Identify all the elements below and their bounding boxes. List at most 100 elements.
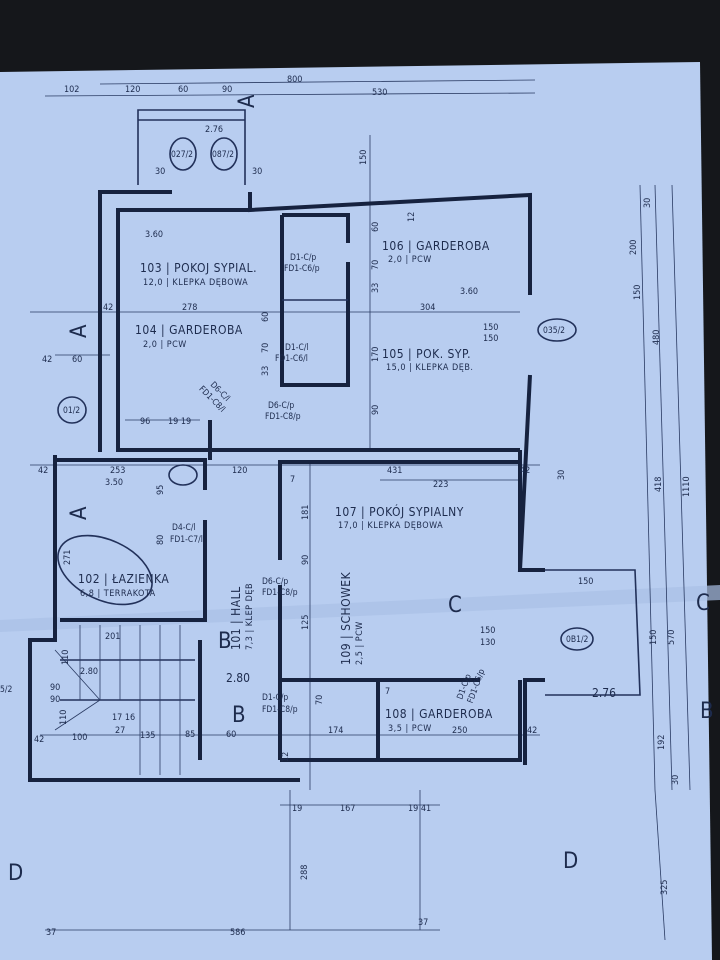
svg-text:2,5 | PCW: 2,5 | PCW bbox=[355, 621, 365, 665]
svg-text:D6-C/p: D6-C/p bbox=[262, 577, 288, 587]
svg-text:304: 304 bbox=[420, 303, 435, 313]
room-labels: 103 | POKOJ SYPIAL.12,0 | KLEPKA DĘBOWA … bbox=[78, 239, 493, 734]
svg-text:570: 570 bbox=[667, 630, 677, 645]
svg-text:2,0 | PCW: 2,0 | PCW bbox=[388, 255, 432, 265]
svg-text:2.80: 2.80 bbox=[80, 667, 98, 677]
svg-text:110: 110 bbox=[61, 650, 71, 665]
svg-text:2,0 | PCW: 2,0 | PCW bbox=[143, 340, 187, 350]
svg-text:17 16: 17 16 bbox=[112, 713, 135, 723]
svg-text:96: 96 bbox=[140, 417, 150, 427]
svg-text:104 | GARDEROBA: 104 | GARDEROBA bbox=[135, 323, 243, 337]
svg-text:087/2: 087/2 bbox=[212, 150, 234, 160]
svg-text:3.60: 3.60 bbox=[145, 230, 163, 240]
svg-text:D: D bbox=[563, 849, 578, 874]
dimension-labels: 102 120 60 90 800 530 150 30 30 278 304 … bbox=[34, 75, 692, 938]
svg-text:19 19: 19 19 bbox=[168, 417, 191, 427]
svg-text:586: 586 bbox=[230, 928, 245, 938]
svg-text:200: 200 bbox=[629, 240, 639, 255]
svg-text:418: 418 bbox=[654, 477, 664, 492]
svg-text:109 | SCHOWEK: 109 | SCHOWEK bbox=[339, 571, 353, 665]
svg-text:19: 19 bbox=[292, 804, 302, 814]
svg-text:3.60: 3.60 bbox=[460, 287, 478, 297]
room-105: 105 | POK. SYP.15,0 | KLEPKA DĘB. bbox=[382, 347, 473, 373]
svg-text:7,3 | KLEP DĘB: 7,3 | KLEP DĘB bbox=[245, 583, 255, 650]
svg-text:181: 181 bbox=[301, 505, 311, 520]
svg-text:01/2: 01/2 bbox=[63, 406, 80, 416]
svg-text:2.76: 2.76 bbox=[592, 686, 616, 700]
svg-text:120: 120 bbox=[232, 466, 247, 476]
svg-text:250: 250 bbox=[452, 726, 467, 736]
svg-text:035/2: 035/2 bbox=[543, 326, 565, 336]
svg-text:C: C bbox=[448, 593, 462, 618]
svg-text:FD1-C8/p: FD1-C8/p bbox=[262, 705, 298, 715]
svg-text:174: 174 bbox=[328, 726, 343, 736]
room-107: 107 | POKÓJ SYPIALNY 17,0 | KLEPKA DĘBOWA bbox=[335, 504, 464, 531]
svg-text:FD1-C7/l: FD1-C7/l bbox=[170, 535, 203, 545]
svg-text:192: 192 bbox=[657, 735, 667, 750]
svg-text:125: 125 bbox=[301, 615, 311, 630]
svg-text:253: 253 bbox=[110, 466, 125, 476]
svg-text:107 | POKÓJ SYPIALNY: 107 | POKÓJ SYPIALNY bbox=[335, 504, 464, 519]
svg-text:30: 30 bbox=[557, 470, 567, 480]
svg-text:431: 431 bbox=[387, 466, 402, 476]
svg-text:30: 30 bbox=[252, 167, 262, 177]
room-106: 106 | GARDEROBA 2,0 | PCW bbox=[382, 239, 490, 265]
svg-text:80: 80 bbox=[156, 535, 166, 545]
svg-text:167: 167 bbox=[340, 804, 355, 814]
svg-text:B: B bbox=[700, 699, 714, 724]
bathtub bbox=[57, 534, 153, 606]
walls bbox=[28, 109, 641, 782]
svg-text:33: 33 bbox=[261, 366, 271, 376]
svg-text:D1-C/p: D1-C/p bbox=[290, 253, 316, 263]
svg-text:5/2: 5/2 bbox=[0, 685, 12, 695]
svg-text:12: 12 bbox=[407, 212, 417, 222]
svg-text:90: 90 bbox=[50, 695, 60, 705]
section-markers: A A B B C C B D D A bbox=[8, 94, 714, 886]
svg-text:60: 60 bbox=[72, 355, 82, 365]
svg-text:90: 90 bbox=[222, 85, 232, 95]
svg-text:0B1/2: 0B1/2 bbox=[566, 635, 589, 645]
svg-text:3,5 | PCW: 3,5 | PCW bbox=[388, 724, 432, 734]
svg-text:288: 288 bbox=[300, 865, 310, 880]
svg-text:2.80: 2.80 bbox=[226, 671, 250, 685]
svg-text:D4-C/l: D4-C/l bbox=[172, 523, 196, 533]
svg-text:120: 120 bbox=[125, 85, 140, 95]
svg-text:30: 30 bbox=[671, 775, 681, 785]
svg-text:2.76: 2.76 bbox=[205, 125, 223, 135]
svg-text:42: 42 bbox=[38, 466, 48, 476]
svg-text:85: 85 bbox=[185, 730, 195, 740]
svg-text:108 | GARDEROBA: 108 | GARDEROBA bbox=[385, 707, 493, 721]
svg-text:3.50: 3.50 bbox=[105, 478, 123, 488]
svg-text:102 | ŁAZIENKA: 102 | ŁAZIENKA bbox=[78, 572, 169, 586]
svg-text:FD1-C6/p: FD1-C6/p bbox=[284, 264, 320, 274]
svg-text:150: 150 bbox=[483, 323, 498, 333]
svg-text:278: 278 bbox=[182, 303, 197, 313]
svg-text:1110: 1110 bbox=[682, 476, 692, 497]
svg-text:130: 130 bbox=[480, 638, 495, 648]
svg-text:17,0 | KLEPKA DĘBOWA: 17,0 | KLEPKA DĘBOWA bbox=[338, 521, 443, 531]
svg-text:B: B bbox=[218, 629, 232, 654]
paper-sheet bbox=[0, 62, 712, 960]
svg-text:60: 60 bbox=[371, 222, 381, 232]
svg-text:60: 60 bbox=[226, 730, 236, 740]
svg-text:271: 271 bbox=[63, 550, 73, 565]
svg-text:42: 42 bbox=[527, 726, 537, 736]
svg-text:106 | GARDEROBA: 106 | GARDEROBA bbox=[382, 239, 490, 253]
svg-text:B: B bbox=[232, 703, 246, 728]
svg-text:223: 223 bbox=[433, 480, 448, 490]
svg-text:D6-C/p: D6-C/p bbox=[268, 401, 294, 411]
svg-text:480: 480 bbox=[652, 330, 662, 345]
svg-text:325: 325 bbox=[660, 880, 670, 895]
svg-text:19 41: 19 41 bbox=[408, 804, 431, 814]
svg-text:42: 42 bbox=[42, 355, 52, 365]
window-labels: 027/2 087/2 035/2 0B1/2 01/2 5/2 bbox=[0, 150, 589, 695]
svg-text:42: 42 bbox=[520, 466, 530, 476]
svg-text:90: 90 bbox=[50, 683, 60, 693]
staircase bbox=[54, 625, 181, 775]
svg-text:150: 150 bbox=[480, 626, 495, 636]
svg-text:33: 33 bbox=[371, 283, 381, 293]
svg-text:30: 30 bbox=[155, 167, 165, 177]
